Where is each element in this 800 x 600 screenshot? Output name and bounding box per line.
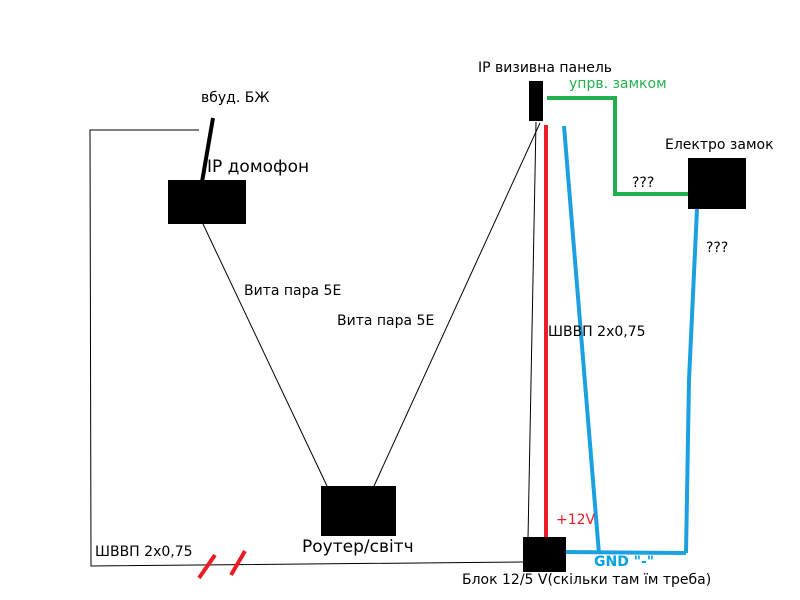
gnd-wire-lock: [684, 208, 699, 554]
cable-label-red: ШВВП 2х0,75: [548, 324, 646, 340]
gnd-wire-panel: [562, 125, 601, 555]
power-cable-intercom: [89, 129, 524, 567]
intercom-label: IP домофон: [207, 157, 310, 177]
panel-power-wire: [527, 121, 537, 540]
outdoor-panel-box: [529, 81, 543, 121]
twisted-pair-label-2: Вита пара 5E: [337, 313, 435, 329]
router-label: Роутер/світч: [302, 537, 414, 557]
twisted-pair-router-panel: [373, 122, 541, 487]
unknown-label-green: ???: [632, 175, 655, 191]
twisted-pair-label-1: Вита пара 5E: [244, 283, 342, 299]
power-block-label: Блок 12/5 V(скільки там їм треба): [462, 572, 712, 588]
plus-12v-label: +12V: [556, 512, 596, 528]
outdoor-panel-label: IP визивна панель: [478, 60, 613, 76]
electro-lock-label: Електро замок: [665, 137, 774, 153]
unknown-label-blue: ???: [706, 240, 729, 256]
power-block-box: [523, 537, 566, 572]
builtin-psu-label: вбуд. БЖ: [201, 90, 270, 106]
twisted-pair-intercom-router: [202, 223, 328, 487]
lock-control-wire: [547, 96, 688, 196]
electro-lock-box: [688, 158, 746, 209]
gnd-label: GND "-": [594, 554, 655, 570]
intercom-box: [168, 180, 246, 224]
lock-control-label: упрв. замком: [569, 76, 667, 92]
cable-label-bottom: ШВВП 2х0,75: [95, 544, 193, 560]
router-box: [321, 486, 396, 536]
gnd-wire-bottom: [565, 550, 687, 555]
cut-mark-1: [197, 553, 217, 580]
builtin-psu-wire: [200, 117, 215, 183]
cut-mark-2: [229, 549, 247, 577]
